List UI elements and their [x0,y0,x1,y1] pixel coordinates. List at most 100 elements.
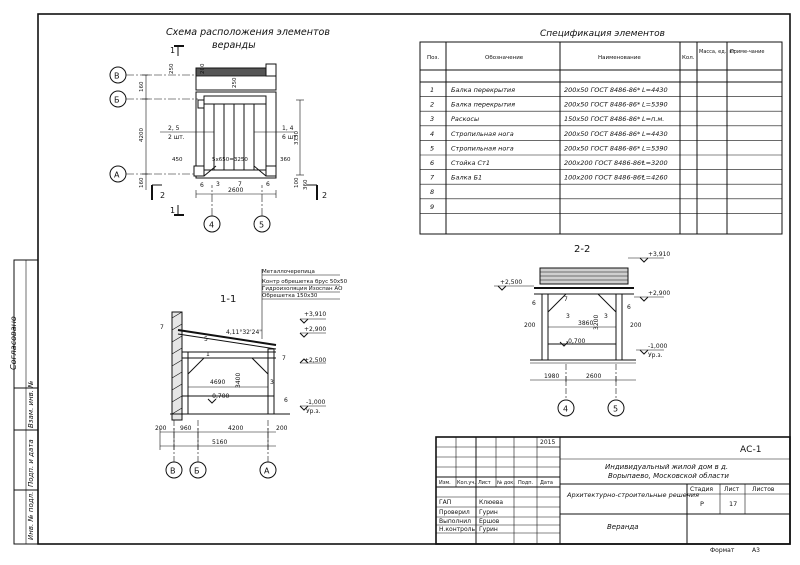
axis-V: В [109,66,198,84]
svg-text:4200: 4200 [228,425,243,432]
svg-text:Н.контроль: Н.контроль [439,526,475,533]
svg-text:5: 5 [613,405,618,414]
svg-text:160: 160 [139,81,145,92]
svg-text:+3,910: +3,910 [304,311,326,318]
svg-text:3730: 3730 [294,131,300,145]
svg-text:-0,700: -0,700 [210,393,230,400]
spec-cell-pos: 8 [430,188,434,196]
svg-text:А: А [264,467,270,476]
spec-cell-designation: Стойка Ст1 [451,159,490,167]
svg-text:6: 6 [284,397,288,404]
svg-text:Гурин: Гурин [479,509,498,516]
svg-text:360: 360 [303,179,309,190]
spec-cell-pos: 7 [430,174,435,182]
sign-date-label: Подп. и дата [27,439,35,487]
svg-text:Б: Б [194,467,200,476]
spec-cell-name: 100х200 ГОСТ 8486-86* [564,174,645,182]
svg-text:5160: 5160 [212,439,227,446]
svg-text:Клюева: Клюева [479,499,503,506]
svg-text:5: 5 [204,336,208,343]
svg-text:200: 200 [276,425,288,432]
tb-project-1: Индивидуальный жилой дом в д. [605,463,728,471]
title-block: 2015 Изм. Кол.уч. Лист № док. Подп. Дата… [435,436,791,554]
svg-text:А: А [114,171,120,180]
spec-cell-designation: Раскосы [451,115,479,123]
svg-text:100: 100 [294,177,300,188]
svg-text:4690: 4690 [210,379,225,386]
svg-text:200: 200 [630,322,642,329]
spec-table: Спецификация элементов Поз. Обозначение … [419,29,783,235]
svg-text:360: 360 [280,157,291,163]
tb-sheet: 17 [729,500,737,508]
svg-text:7: 7 [238,181,242,188]
spec-cell-pos: 3 [430,115,434,123]
tb-code: АС-1 [740,445,761,455]
spec-h-designation: Обозначение [485,55,524,61]
spec-h-name: Наименование [598,55,641,61]
spec-cell-designation: Балка перекрытия [451,86,515,94]
svg-text:+2,900: +2,900 [304,326,326,333]
svg-text:-0,700: -0,700 [566,338,586,345]
levels-1-1: +3,910 +2,900 +2,500 -0,700 -1,000 Ур.з. [207,311,326,415]
svg-text:Подп.: Подп. [518,480,534,486]
group-left-qty: 2 шт. [168,134,185,141]
svg-text:+2,500: +2,500 [500,279,522,286]
svg-text:7: 7 [282,355,286,362]
tb-section-name: Архитектурно-строительные решения [566,491,699,499]
group-left: 2, 5 [168,125,180,132]
svg-text:6: 6 [627,304,631,311]
spec-cell-length: L=3200 [642,159,668,167]
axis-B: Б [109,90,198,108]
spec-cell-length: L=5390 [642,144,668,152]
svg-text:ГАП: ГАП [439,499,451,506]
section-2-marks: 2 2 [151,184,327,200]
axis-4: 4 [203,185,221,233]
svg-text:+3,910: +3,910 [648,251,670,258]
agreed-label: Согласовано [9,316,18,370]
roof-layer-4: Обрешетка 150х30 [262,293,318,299]
spec-h-pos: Поз. [427,55,439,61]
spec-cell-length: L=4430 [642,130,668,138]
svg-text:1: 1 [170,206,175,215]
svg-text:2: 2 [160,191,165,200]
axis-5: 5 [253,185,271,233]
svg-text:1: 1 [170,46,175,55]
inv-replace-label: Взам. инв. № [27,380,35,428]
svg-text:160: 160 [139,177,145,188]
svg-text:200: 200 [524,322,536,329]
spec-cell-designation: Стропильная нога [451,144,514,152]
spec-cell-length: L=4430 [642,86,668,94]
spec-cell-name: 150х50 ГОСТ 8486-86* [564,115,641,123]
svg-text:250: 250 [169,63,175,74]
tb-format-value: А3 [752,547,760,554]
svg-text:2600: 2600 [228,187,243,194]
svg-text:Дата: Дата [540,480,553,486]
spec-h-note: Приме-чание [730,49,764,55]
plan-view: Схема расположения элементов веранды В Б… [109,27,330,233]
spec-cell-length: L=5390 [642,101,668,109]
group-right: 1, 4 [282,125,294,132]
svg-text:-1,000: -1,000 [306,399,326,406]
svg-text:Проверил: Проверил [439,509,470,516]
svg-text:5: 5 [259,221,264,230]
spec-cell-pos: 1 [430,86,434,94]
svg-text:6: 6 [266,181,270,188]
spec-cell-length: L=п.м. [642,115,664,123]
roof-slope: 4,11°32'24'' [226,329,263,336]
section11-title: 1-1 [220,294,236,305]
spec-cell-pos: 2 [430,101,434,109]
svg-text:Ершов: Ершов [479,518,500,525]
spec-cell-pos: 6 [430,159,434,167]
section-1-marks: 1 1 [170,45,184,216]
tb-year: 2015 [540,439,555,446]
spec-cell-designation: Балка Б1 [451,174,482,182]
spec-cell-pos: 5 [430,144,434,152]
svg-text:+2,500: +2,500 [304,357,326,364]
spec-h-qty: Кол. [682,55,695,61]
svg-text:3200: 3200 [593,315,600,330]
svg-text:1980: 1980 [544,373,559,380]
svg-text:2: 2 [322,191,327,200]
svg-text:4: 4 [209,221,214,230]
